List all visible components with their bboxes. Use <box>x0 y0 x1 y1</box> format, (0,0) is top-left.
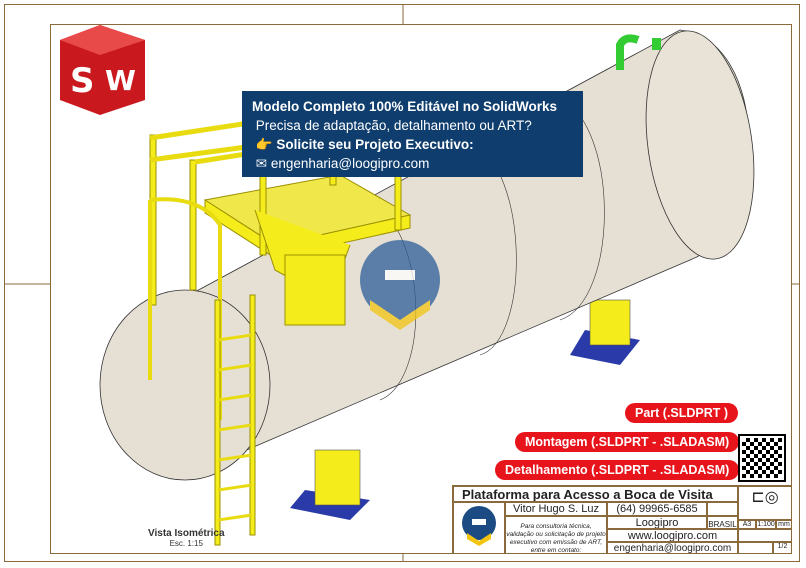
badge-part: Part (.SLDPRT ) <box>625 403 739 423</box>
drawing-frame <box>4 4 800 562</box>
drawing-border <box>50 24 792 554</box>
banner-cta: Solicite seu Projeto Executivo: <box>276 137 474 152</box>
badge-montagem: Montagem (.SLDPRT - .SLADASM) <box>515 432 740 452</box>
svg-text:W: W <box>105 64 136 97</box>
loogipro-logo <box>453 502 505 554</box>
view-title: Vista Isométrica <box>148 528 225 539</box>
solidworks-logo: S W <box>60 25 145 115</box>
blank-cell <box>738 542 773 554</box>
notes: Para consultoria técnica, validação ou s… <box>505 516 607 554</box>
drawing-title: Plataforma para Acesso a Boca de Visita <box>453 486 738 502</box>
tank-end-cap <box>99 289 271 481</box>
blank-cell <box>738 529 792 542</box>
tank-support <box>290 299 640 520</box>
title-block: Plataforma para Acesso a Boca de Visita … <box>452 485 792 554</box>
promo-banner: Modelo Completo 100% Editável no SolidWo… <box>242 91 583 177</box>
phone-number: (64) 99965-6585 <box>607 502 707 516</box>
banner-email[interactable]: engenharia@loogipro.com <box>270 156 430 171</box>
blank-cell <box>707 502 738 516</box>
view-scale: Esc. 1:15 <box>169 539 203 548</box>
scale: 1:100 <box>756 520 776 529</box>
svg-text:S: S <box>70 61 95 101</box>
pointing-hand-icon: 👉 <box>255 137 273 152</box>
website[interactable]: www.loogipro.com <box>607 529 738 542</box>
qr-code[interactable] <box>738 434 786 482</box>
author-name: Vitor Hugo S. Luz <box>505 502 607 516</box>
email-icon: ✉ <box>255 156 268 171</box>
projection-symbol-icon: ⊏◎ <box>738 486 792 520</box>
tank-nozzle <box>616 34 661 70</box>
sheet-size: A3 <box>738 520 756 529</box>
view-label: Vista Isométrica Esc. 1:15 <box>148 528 225 548</box>
country: BRASIL <box>707 516 738 529</box>
loogipro-watermark-icon <box>360 240 440 330</box>
company-name: Loogipro <box>607 516 707 529</box>
unit: mm <box>776 520 792 529</box>
badge-detalhamento: Detalhamento (.SLDPRT - .SLADASM) <box>495 460 740 480</box>
banner-headline: Modelo Completo 100% Editável no SolidWo… <box>252 99 558 114</box>
sheet-number: 1/2 <box>773 542 792 554</box>
banner-question: Precisa de adaptação, detalhamento ou AR… <box>255 118 532 133</box>
contact-email[interactable]: engenharia@loogipro.com <box>607 542 738 554</box>
